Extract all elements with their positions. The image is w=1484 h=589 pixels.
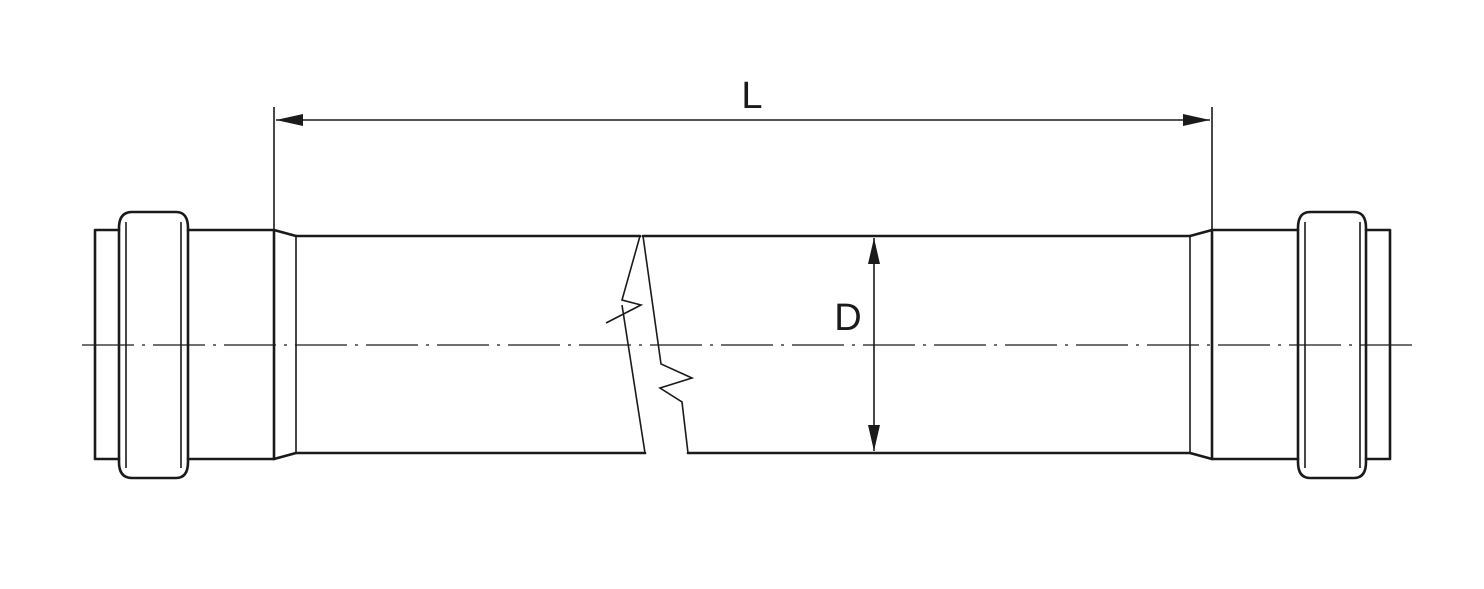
diameter-arrow-bottom bbox=[868, 425, 880, 451]
right-socket bbox=[1188, 210, 1392, 480]
pipe-break-lines bbox=[605, 235, 695, 454]
length-arrow-left bbox=[276, 114, 303, 126]
pipe-body bbox=[294, 234, 1192, 455]
diameter-arrow-top bbox=[868, 238, 880, 264]
diameter-dimension: D bbox=[834, 238, 880, 451]
length-arrow-right bbox=[1183, 114, 1210, 126]
left-socket bbox=[93, 210, 298, 480]
diameter-label: D bbox=[834, 297, 861, 339]
length-label: L bbox=[741, 75, 762, 117]
length-dimension: L bbox=[273, 75, 1213, 230]
